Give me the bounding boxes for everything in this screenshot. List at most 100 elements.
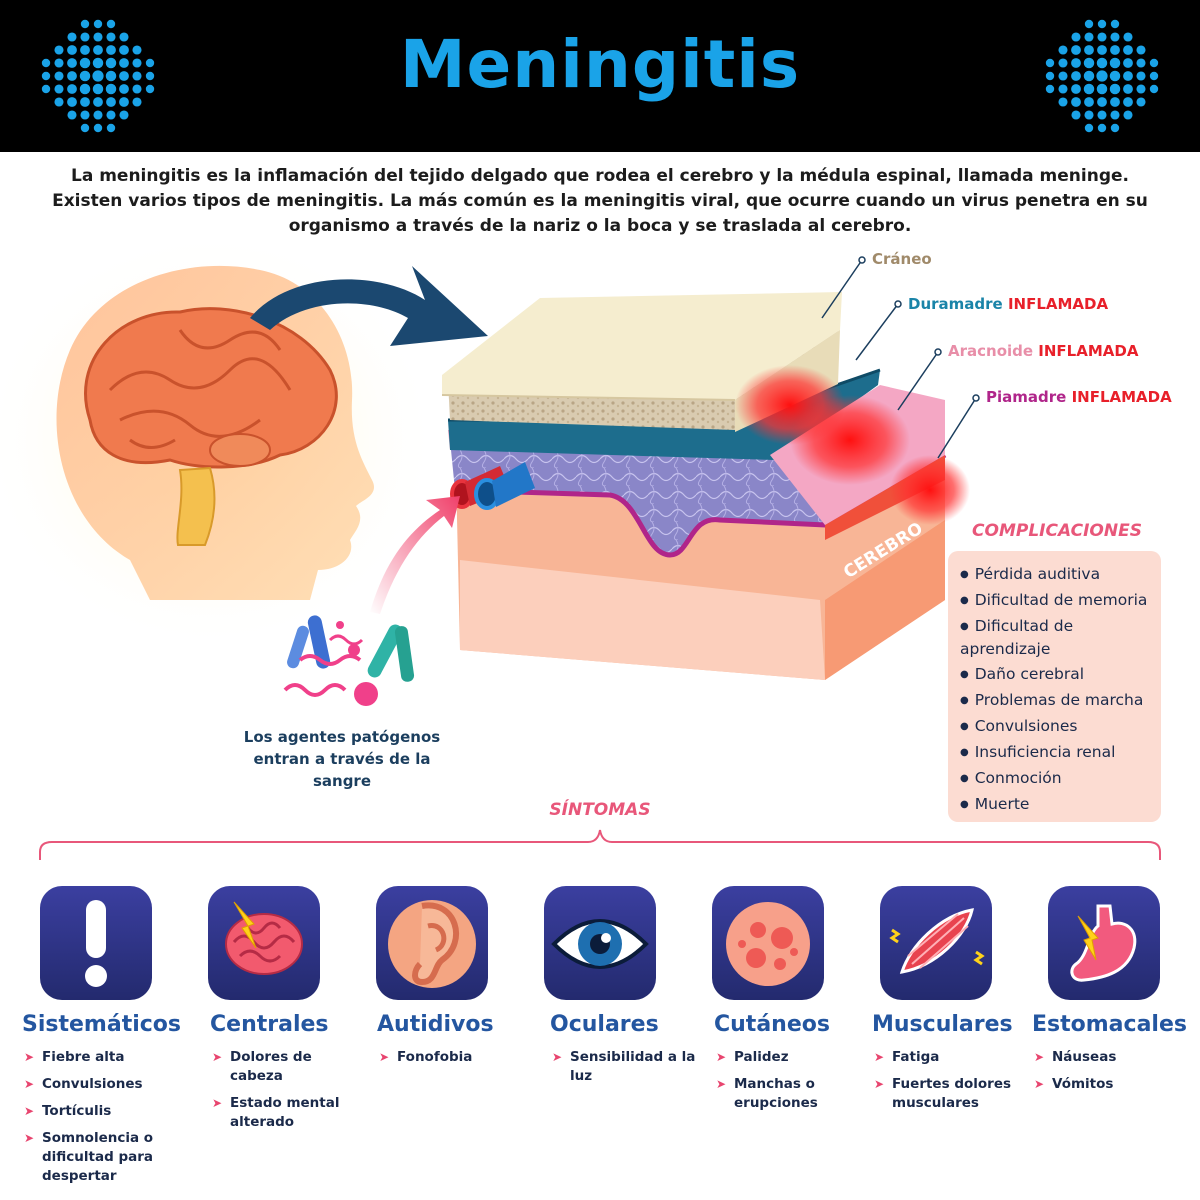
symptom-category-name: Autidivos	[377, 1012, 494, 1037]
brain-drawing	[84, 307, 338, 546]
cross-dot	[1058, 45, 1068, 55]
cross-dot	[1110, 97, 1120, 107]
cross-dot	[105, 57, 117, 69]
cross-dot	[67, 32, 77, 42]
cross-dot	[119, 71, 129, 81]
pathogens-caption: Los agentes patógenos entran a través de…	[243, 728, 441, 790]
cross-dot	[54, 58, 64, 68]
cross-dot	[1097, 19, 1107, 29]
cross-dot	[132, 45, 142, 55]
cross-dot	[93, 45, 103, 55]
complication-item: Convulsiones	[960, 715, 1151, 738]
craneo-text: Cráneo	[872, 250, 932, 268]
cross-dot	[1136, 84, 1146, 94]
cross-dot	[80, 123, 90, 133]
cross-dot	[1045, 71, 1055, 81]
cross-dot	[54, 97, 64, 107]
cross-dot	[145, 84, 155, 94]
label-duramadre: Duramadre INFLAMADA	[908, 295, 1108, 313]
cross-dot	[67, 97, 77, 107]
cross-dot	[106, 19, 116, 29]
cross-dot	[1058, 58, 1068, 68]
cross-dot	[1123, 110, 1133, 120]
cross-dot	[67, 45, 77, 55]
cross-dot	[1123, 97, 1133, 107]
skin-rash-icon	[726, 902, 810, 986]
cross-dot	[1045, 84, 1055, 94]
cross-dot	[1136, 71, 1146, 81]
symptom-item: Estado mental alterado	[212, 1094, 362, 1132]
symptom-item: Tortículis	[24, 1102, 174, 1121]
cross-dot	[1123, 84, 1133, 94]
cross-dot	[92, 57, 104, 69]
cross-dot	[93, 123, 103, 133]
cross-dot	[54, 84, 64, 94]
cross-dot	[67, 84, 77, 94]
cross-dot	[1123, 45, 1133, 55]
cross-dot	[1096, 57, 1108, 69]
symptom-list: NáuseasVómitos	[1034, 1048, 1184, 1102]
label-piamadre: Piamadre INFLAMADA	[986, 388, 1172, 406]
cross-dot	[54, 45, 64, 55]
cross-dot	[67, 110, 77, 120]
cross-dot	[105, 70, 117, 82]
complications-panel: Pérdida auditivaDificultad de memoriaDif…	[948, 551, 1161, 822]
cross-dot	[93, 19, 103, 29]
symptom-item: Vómitos	[1034, 1075, 1184, 1094]
complication-item: Insuficiencia renal	[960, 741, 1151, 764]
cross-dot	[93, 32, 103, 42]
medical-cross-icon	[41, 19, 155, 133]
cross-dot	[1109, 57, 1121, 69]
meninges-cross-section	[441, 292, 970, 680]
header-banner: Meningitis	[0, 0, 1200, 152]
symptom-category-name: Musculares	[872, 1012, 1013, 1037]
cross-dot	[1149, 71, 1159, 81]
stomach-icon	[1070, 904, 1137, 982]
inflamada-tag: INFLAMADA	[1007, 295, 1109, 313]
symptom-category-name: Centrales	[210, 1012, 329, 1037]
symptom-icon-tile	[40, 886, 152, 1000]
exclamation-icon	[85, 900, 107, 987]
cross-dot	[106, 123, 116, 133]
cross-dot	[119, 32, 129, 42]
symptom-category-name: Cutáneos	[714, 1012, 830, 1037]
complication-item: Dificultad de aprendizaje	[960, 615, 1151, 660]
complication-item: Daño cerebral	[960, 663, 1151, 686]
cross-dot	[1084, 45, 1094, 55]
cross-dot	[80, 32, 90, 42]
symptom-icon-tile	[208, 886, 320, 1000]
cross-dot	[1097, 45, 1107, 55]
cross-dot	[106, 32, 116, 42]
cross-dot	[145, 71, 155, 81]
curved-arrow	[250, 266, 488, 346]
cross-dot	[92, 70, 104, 82]
cross-dot	[145, 58, 155, 68]
symptom-list: Sensibilidad a la luz	[552, 1048, 702, 1094]
label-craneo: Cráneo	[872, 250, 932, 268]
cross-dot	[41, 84, 51, 94]
cross-dot	[1149, 58, 1159, 68]
meninges-illustration: CEREBRO	[0, 240, 980, 706]
symptom-icon-tile	[712, 886, 824, 1000]
cross-dot	[80, 19, 90, 29]
symptom-icon-tile	[1048, 886, 1160, 1000]
cross-dot	[1071, 84, 1081, 94]
cross-dot	[106, 97, 116, 107]
cross-dot	[79, 70, 91, 82]
cross-dot	[1058, 71, 1068, 81]
symptom-list: FatigaFuertes dolores musculares	[874, 1048, 1024, 1121]
cross-dot	[1097, 32, 1107, 42]
cross-dot	[119, 97, 129, 107]
cross-dot	[119, 110, 129, 120]
cross-dot	[132, 58, 142, 68]
cross-dot	[1071, 32, 1081, 42]
cross-dot	[132, 84, 142, 94]
cross-dot	[1136, 97, 1146, 107]
cross-dot	[1071, 110, 1081, 120]
pathogens-drawing	[283, 615, 415, 706]
cross-dot	[1071, 58, 1081, 68]
cross-dot	[1110, 19, 1120, 29]
label-aracnoide: Aracnoide INFLAMADA	[948, 342, 1138, 360]
intro-text: La meningitis es la inflamación del teji…	[52, 166, 1148, 236]
muscle-icon	[889, 908, 985, 974]
